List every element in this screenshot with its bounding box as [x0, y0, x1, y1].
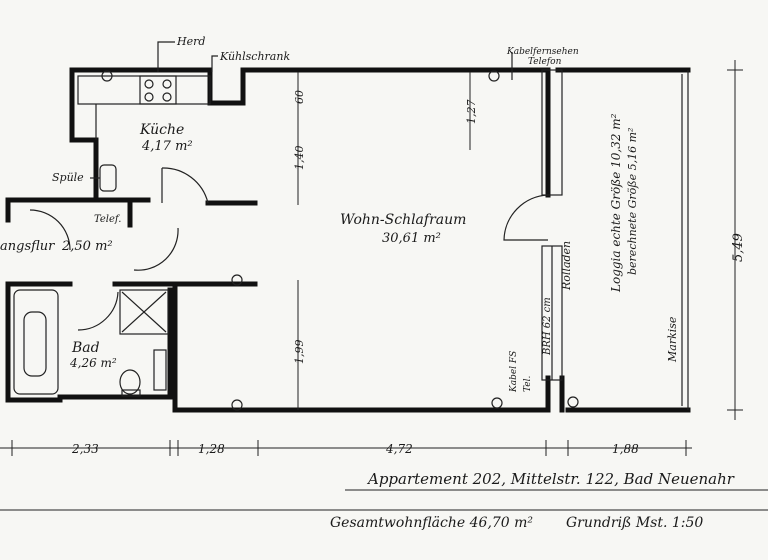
- dim-label-bottom: 1,88: [612, 442, 639, 456]
- kitchen-counter: [77, 75, 211, 105]
- stove-burner: [162, 79, 172, 89]
- toilet-tank: [121, 389, 141, 397]
- dimension-labels: 60 1,40 1,27 1,99 5,49 2,33 1,28 4,72 1,…: [71, 90, 746, 456]
- socket-icon: [231, 399, 243, 411]
- dim-label-bottom: 1,28: [198, 442, 225, 456]
- socket-icon: [101, 70, 113, 82]
- footer-title: Appartement 202, Mittelstr. 122, Bad Neu…: [366, 470, 735, 488]
- label-rolladen: Rolladen: [560, 241, 573, 291]
- dim-label-199: 1,99: [293, 340, 306, 365]
- toilet: [119, 369, 141, 395]
- leader-kuehlschrank: [211, 55, 218, 72]
- radiator: [153, 349, 167, 391]
- socket-icon: [567, 396, 579, 408]
- label-wohn-name: Wohn-Schlafraum: [340, 212, 466, 228]
- bathtub-inner: [23, 311, 47, 377]
- label-kuehlschrank: Kühlschrank: [219, 50, 290, 63]
- dim-label-60: 60: [293, 90, 306, 104]
- sink: [99, 164, 117, 192]
- footer-total-area: Gesamtwohnfläche 46,70 m²: [330, 515, 533, 531]
- shower-diag: [121, 291, 167, 333]
- label-flur-area: 2,50 m²: [61, 239, 113, 254]
- socket-icon: [491, 397, 503, 409]
- leaders: [90, 41, 513, 179]
- label-loggia-2: berechnete Größe 5,16 m²: [626, 128, 639, 275]
- door-kitchen: [161, 167, 209, 204]
- footer: Appartement 202, Mittelstr. 122, Bad Neu…: [330, 470, 735, 531]
- label-bad-name: Bad: [71, 340, 100, 356]
- label-bad-area: 4,26 m²: [69, 356, 117, 370]
- label-tel: Tel.: [523, 375, 533, 392]
- shower: [119, 289, 169, 335]
- label-telefon: Telefon: [528, 57, 562, 67]
- door-hall: [133, 227, 179, 271]
- stove-burner: [144, 79, 154, 89]
- dim-label-bottom: 2,33: [71, 442, 99, 456]
- label-brh: BRH 62 cm: [542, 297, 553, 356]
- label-wohn-area: 30,61 m²: [382, 231, 441, 246]
- labels: Herd Kühlschrank Kabelfernsehen Telefon …: [0, 35, 679, 393]
- label-markise: Markise: [666, 316, 679, 363]
- bathtub: [13, 289, 59, 395]
- dimension-lines: [0, 60, 768, 511]
- stove: [139, 75, 177, 105]
- label-herd: Herd: [176, 35, 205, 48]
- door-entry: [29, 209, 71, 251]
- window-frame: [541, 69, 563, 196]
- label-kabelfernsehen: Kabelfernsehen: [506, 47, 579, 57]
- label-loggia-1: Loggia echte Größe 10,32 m²: [609, 113, 623, 293]
- wall-kitchen-top: [69, 67, 548, 106]
- footer-scale: Grundriß Mst. 1:50: [566, 515, 703, 531]
- dim-label-549: 5,49: [731, 233, 746, 262]
- label-spuele: Spüle: [52, 171, 84, 184]
- label-telef: Telef.: [94, 214, 121, 225]
- label-flur: angsflur: [0, 239, 55, 254]
- dim-label-127: 1,27: [465, 100, 478, 125]
- door-balcony: [503, 194, 549, 241]
- leader-herd: [157, 41, 175, 72]
- label-kueche-name: Küche: [139, 122, 184, 138]
- wall-bath-bottom: [5, 394, 173, 403]
- dim-label-bottom: 4,72: [385, 442, 413, 456]
- door-bath: [77, 291, 119, 331]
- label-kueche-area: 4,17 m²: [141, 139, 193, 154]
- stove-burner: [144, 92, 154, 102]
- doors: [29, 167, 549, 331]
- socket-icon: [231, 274, 243, 286]
- dim-label-140: 1,40: [293, 146, 306, 171]
- label-kabel-fs: Kabel FS: [509, 351, 519, 393]
- socket-icon: [488, 70, 500, 82]
- stove-burner: [162, 92, 172, 102]
